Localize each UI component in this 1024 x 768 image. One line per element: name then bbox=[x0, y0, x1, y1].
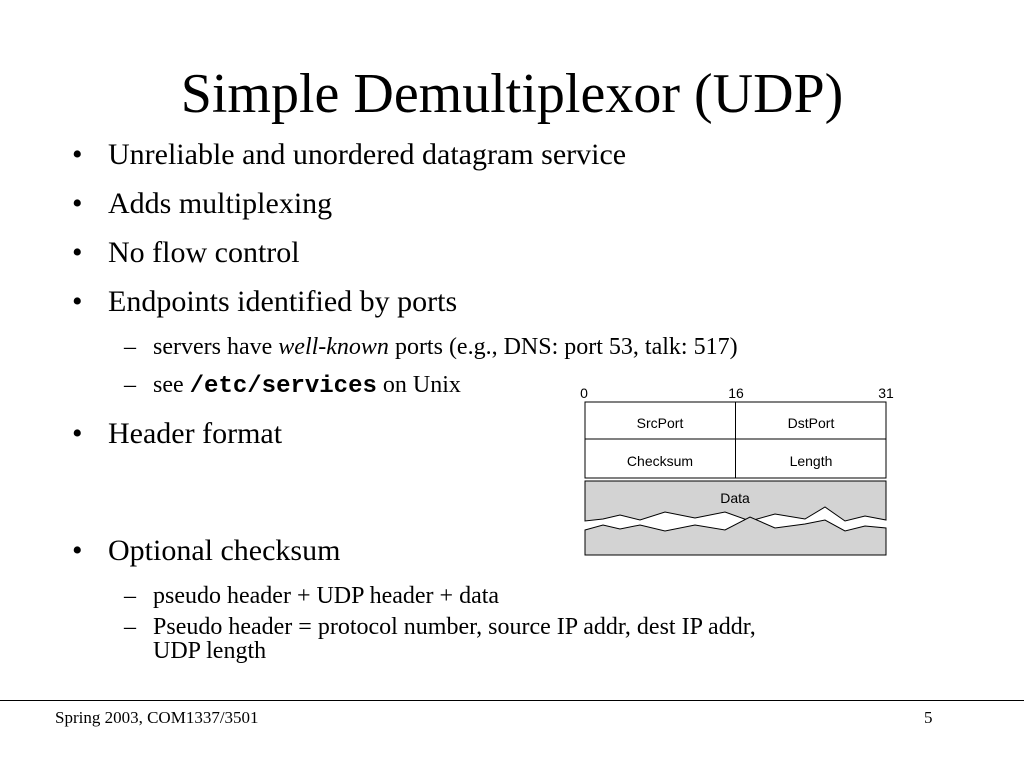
sub-bullet-marker: – bbox=[124, 334, 136, 360]
bullet-marker: • bbox=[72, 138, 83, 171]
bullet-text: Endpoints identified by ports bbox=[108, 285, 458, 318]
bullet-text: Adds multiplexing bbox=[108, 187, 333, 220]
footer-divider bbox=[0, 700, 1024, 701]
bit-label-0: 0 bbox=[580, 385, 588, 401]
field-length: Length bbox=[790, 453, 833, 469]
bit-label-16: 16 bbox=[728, 385, 744, 401]
sub-bullet-text: UDP length bbox=[153, 638, 267, 664]
footer-course: Spring 2003, COM1337/3501 bbox=[55, 708, 259, 727]
udp-header-diagram: 0 16 31 SrcPort DstPort Checksum Length … bbox=[580, 385, 894, 556]
sub-bullet-text: servers have well-known ports (e.g., DNS… bbox=[153, 334, 738, 361]
slide-title: Simple Demultiplexor (UDP) bbox=[180, 63, 844, 125]
text-segment: ports (e.g., DNS: port 53, talk: 517) bbox=[388, 334, 738, 360]
sub-bullet-marker: – bbox=[124, 372, 136, 398]
emphasis-text: well-known bbox=[278, 334, 389, 360]
sub-bullet-text: Pseudo header = protocol number, source … bbox=[153, 614, 756, 640]
data-block-bottom bbox=[584, 516, 887, 556]
field-checksum: Checksum bbox=[627, 453, 693, 469]
text-segment: servers have bbox=[153, 334, 279, 360]
bullet-text: Optional checksum bbox=[108, 534, 341, 567]
code-path: /etc/services bbox=[189, 373, 377, 400]
text-segment: see bbox=[153, 372, 190, 398]
bullet-text: No flow control bbox=[108, 236, 300, 269]
sub-bullet-marker: – bbox=[124, 583, 136, 609]
bullet-marker: • bbox=[72, 187, 83, 220]
bullet-marker: • bbox=[72, 236, 83, 269]
bullet-text: Header format bbox=[108, 417, 283, 450]
bullet-marker: • bbox=[72, 285, 83, 318]
field-data: Data bbox=[720, 490, 750, 506]
sub-bullet-text: pseudo header + UDP header + data bbox=[153, 583, 500, 609]
sub-bullet-text: see /etc/services on Unix bbox=[153, 372, 461, 400]
bullet-text: Unreliable and unordered datagram servic… bbox=[108, 138, 627, 171]
field-srcport: SrcPort bbox=[637, 415, 684, 431]
bullet-marker: • bbox=[72, 417, 83, 450]
text-segment: on Unix bbox=[376, 372, 461, 398]
sub-bullet-marker: – bbox=[124, 614, 136, 640]
field-dstport: DstPort bbox=[788, 415, 835, 431]
bullet-marker: • bbox=[72, 534, 83, 567]
bit-label-31: 31 bbox=[878, 385, 894, 401]
page-number: 5 bbox=[924, 708, 933, 727]
